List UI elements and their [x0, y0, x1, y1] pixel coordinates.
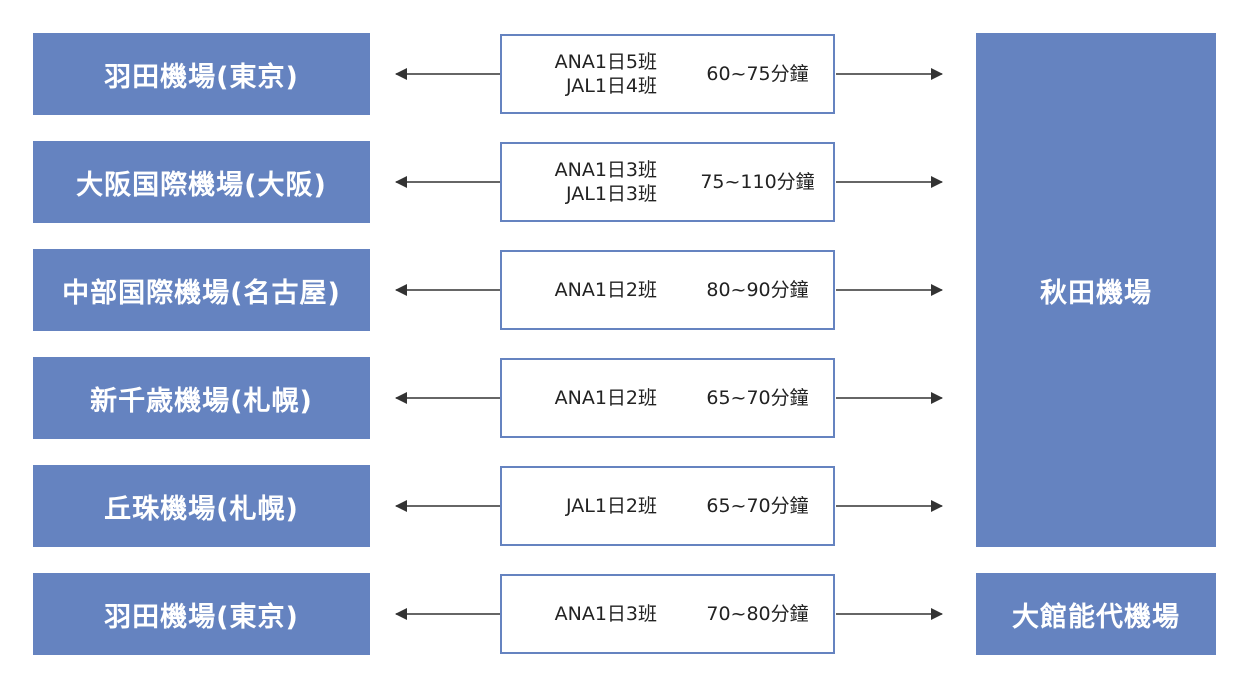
origin-airport-osaka: 大阪国際機場(大阪) [33, 141, 370, 223]
origin-airport-new-chitose: 新千歳機場(札幌) [33, 357, 370, 439]
origin-airport-label: 羽田機場(東京) [104, 601, 299, 633]
flight-line: JAL1日4班 [565, 75, 657, 97]
flight-line: JAL1日2班 [565, 495, 657, 517]
route-info-box: ANA1日2班 65~70分鐘 [500, 358, 835, 438]
flight-frequency: ANA1日5班 JAL1日4班 [502, 50, 657, 98]
flight-frequency: ANA1日3班 [502, 602, 657, 626]
flight-line: JAL1日3班 [565, 183, 657, 205]
flight-line: ANA1日3班 [554, 159, 657, 181]
route-info-box: JAL1日2班 65~70分鐘 [500, 466, 835, 546]
flight-line: ANA1日5班 [554, 51, 657, 73]
origin-airport-haneda-1: 羽田機場(東京) [33, 33, 370, 115]
origin-airport-label: 大阪国際機場(大阪) [76, 169, 327, 201]
origin-airport-label: 羽田機場(東京) [104, 61, 299, 93]
route-info-box: ANA1日2班 80~90分鐘 [500, 250, 835, 330]
origin-airport-okadama: 丘珠機場(札幌) [33, 465, 370, 547]
flight-frequency: ANA1日2班 [502, 386, 657, 410]
destination-odate-noshiro-airport: 大館能代機場 [976, 573, 1216, 655]
route-info-box: ANA1日5班 JAL1日4班 60~75分鐘 [500, 34, 835, 114]
flight-line: ANA1日2班 [554, 387, 657, 409]
destination-akita-airport: 秋田機場 [976, 33, 1216, 547]
origin-airport-label: 新千歳機場(札幌) [90, 385, 313, 417]
destination-label: 大館能代機場 [1012, 601, 1180, 633]
flight-duration: 70~80分鐘 [706, 603, 809, 625]
flight-duration: 75~110分鐘 [700, 171, 815, 193]
route-info-box: ANA1日3班 70~80分鐘 [500, 574, 835, 654]
destination-label: 秋田機場 [1040, 277, 1152, 309]
flight-frequency: JAL1日2班 [502, 494, 657, 518]
route-info-box: ANA1日3班 JAL1日3班 75~110分鐘 [500, 142, 835, 222]
origin-airport-label: 丘珠機場(札幌) [104, 493, 299, 525]
origin-airport-haneda-2: 羽田機場(東京) [33, 573, 370, 655]
flight-duration: 65~70分鐘 [706, 387, 809, 409]
flight-line: ANA1日3班 [554, 603, 657, 625]
origin-airport-chubu: 中部国際機場(名古屋) [33, 249, 370, 331]
flight-line: ANA1日2班 [554, 279, 657, 301]
flight-frequency: ANA1日2班 [502, 278, 657, 302]
flight-frequency: ANA1日3班 JAL1日3班 [502, 158, 657, 206]
flight-duration: 65~70分鐘 [706, 495, 809, 517]
flight-duration: 80~90分鐘 [706, 279, 809, 301]
flight-duration: 60~75分鐘 [706, 63, 809, 85]
origin-airport-label: 中部国際機場(名古屋) [62, 277, 341, 309]
